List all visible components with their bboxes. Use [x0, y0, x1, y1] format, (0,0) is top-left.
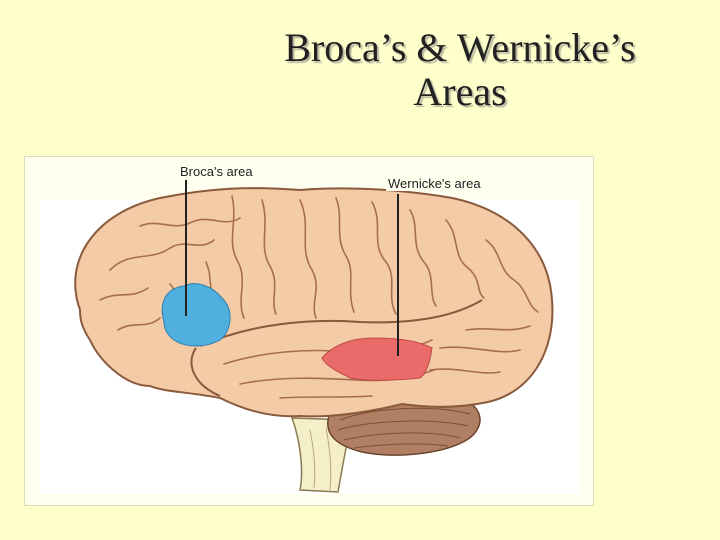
broca-area	[161, 283, 231, 347]
wernicke-area-label: Wernicke's area	[386, 176, 483, 191]
cerebellum-folia	[337, 407, 471, 449]
cerebrum	[74, 187, 554, 418]
slide-title: Broca’s & Wernicke’s Areas	[200, 26, 720, 114]
brain-gyri	[99, 195, 539, 399]
brainstem-detail	[309, 427, 332, 491]
wernicke-area	[321, 337, 433, 381]
broca-area-label: Broca's area	[178, 164, 255, 179]
sylvian-fissure	[199, 299, 483, 347]
temporal-lobe-outline	[190, 347, 221, 397]
slide-title-line-1: Broca’s & Wernicke’s	[284, 25, 636, 70]
slide-title-line-2: Areas	[413, 69, 507, 114]
